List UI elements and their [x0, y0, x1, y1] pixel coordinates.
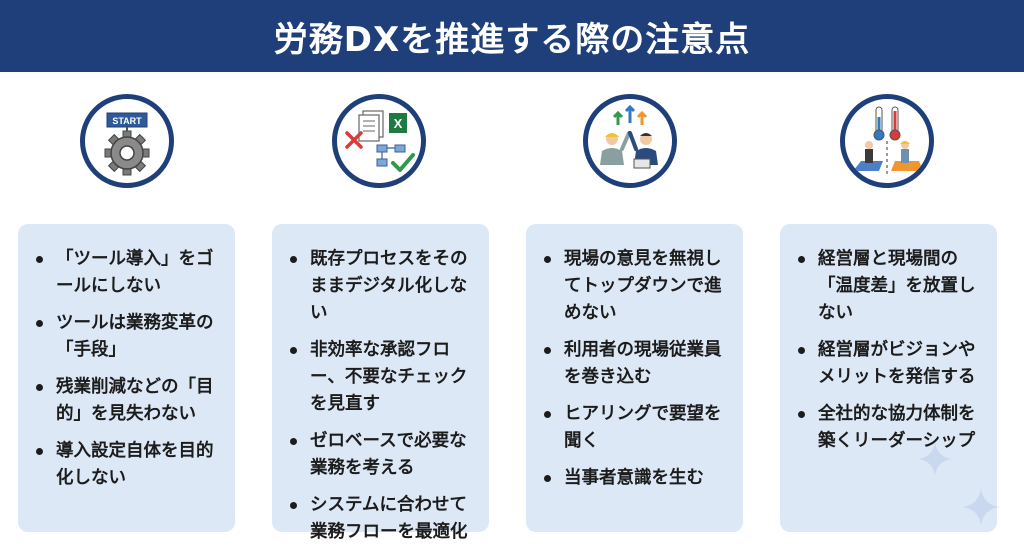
list-item: 当事者意識を生む: [542, 465, 727, 492]
list-item: ツールは業務変革の「手段」: [34, 310, 219, 364]
start-label: START: [112, 116, 142, 126]
list-item: 全社的な協力体制を築くリーダーシップ: [796, 401, 981, 455]
card-leadership: 経営層と現場間の「温度差」を放置しない 経営層がビジョンやメリットを発信する 全…: [780, 224, 997, 532]
list-item: ヒアリングで要望を聞く: [542, 401, 727, 455]
temperature-gap-icon: [840, 94, 934, 188]
list-item: システムに合わせて業務フローを最適化: [288, 492, 473, 546]
gear-start-icon: START: [80, 94, 174, 188]
card-frontline: 現場の意見を無視してトップダウンで進めない 利用者の現場従業員を巻き込む ヒアリ…: [526, 224, 743, 532]
sparkle-icon: [918, 442, 952, 476]
list-item: 利用者の現場従業員を巻き込む: [542, 337, 727, 391]
card-process: 既存プロセスをそのままデジタル化しない 非効率な承認フロー、不要なチェックを見直…: [272, 224, 489, 542]
list-item: 残業削減などの「目的」を見失わない: [34, 374, 219, 428]
excel-label: X: [394, 116, 403, 131]
list-item: 経営層がビジョンやメリットを発信する: [796, 337, 981, 391]
list-item: 導入設定自体を目的化しない: [34, 438, 219, 492]
list-item: 既存プロセスをそのままデジタル化しない: [288, 246, 473, 327]
card-goal: 「ツール導入」をゴールにしない ツールは業務変革の「手段」 残業削減などの「目的…: [18, 224, 235, 532]
list-item: 経営層と現場間の「温度差」を放置しない: [796, 246, 981, 327]
teamwork-growth-icon: [583, 94, 677, 188]
list-item: 非効率な承認フロー、不要なチェックを見直す: [288, 337, 473, 418]
documents-workflow-icon: X: [332, 94, 426, 188]
list-item: ゼロベースで必要な業務を考える: [288, 428, 473, 482]
header-banner: 労務DXを推進する際の注意点: [0, 0, 1024, 72]
list-item: 「ツール導入」をゴールにしない: [34, 246, 219, 300]
page-title: 労務DXを推進する際の注意点: [273, 19, 751, 60]
sparkle-icon: [962, 488, 1000, 526]
list-item: 現場の意見を無視してトップダウンで進めない: [542, 246, 727, 327]
